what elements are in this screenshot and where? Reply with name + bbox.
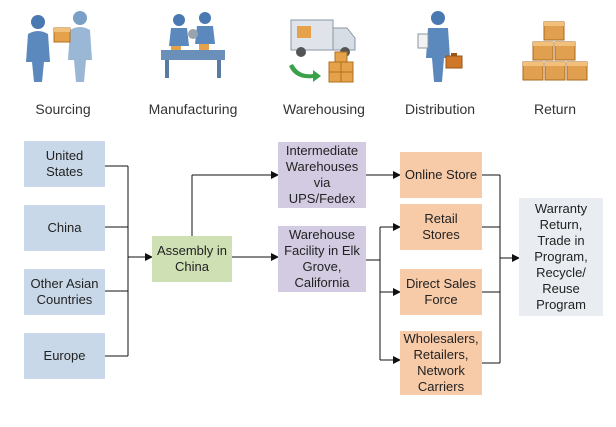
assembly-line-workers-icon bbox=[161, 12, 225, 78]
source-box-china: China bbox=[24, 205, 105, 251]
channel-box-retail-stores: Retail Stores bbox=[400, 204, 482, 250]
source-box-other-asian-countries: Other Asian Countries bbox=[24, 269, 105, 315]
source-box-united-states: United States bbox=[24, 141, 105, 187]
return-programs-box: Warranty Return, Trade in Program, Recyc… bbox=[519, 198, 603, 316]
channel-box-wholesalers: Wholesalers, Retailers, Network Carriers bbox=[400, 331, 482, 395]
person-with-clipboard-and-briefcase-icon bbox=[417, 11, 463, 82]
people-exchanging-box-icon bbox=[26, 11, 92, 82]
channel-box-direct-sales-force: Direct Sales Force bbox=[400, 269, 482, 315]
stage-label-sourcing: Sourcing bbox=[35, 101, 91, 117]
intermediate-warehouses-box: Intermediate Warehouses via UPS/Fedex bbox=[278, 142, 366, 208]
stage-label-manufacturing: Manufacturing bbox=[148, 101, 238, 117]
warehouse-facility-box: Warehouse Facility in Elk Grove, Califor… bbox=[278, 226, 366, 292]
delivery-truck-with-boxes-icon bbox=[289, 19, 356, 83]
stage-label-return: Return bbox=[533, 101, 577, 117]
stage-label-distribution: Distribution bbox=[404, 101, 476, 117]
stacked-boxes-icon bbox=[522, 21, 588, 81]
source-box-europe: Europe bbox=[24, 333, 105, 379]
assembly-box: Assembly in China bbox=[152, 236, 232, 282]
stage-label-warehousing: Warehousing bbox=[283, 101, 365, 117]
channel-box-online-store: Online Store bbox=[400, 152, 482, 198]
